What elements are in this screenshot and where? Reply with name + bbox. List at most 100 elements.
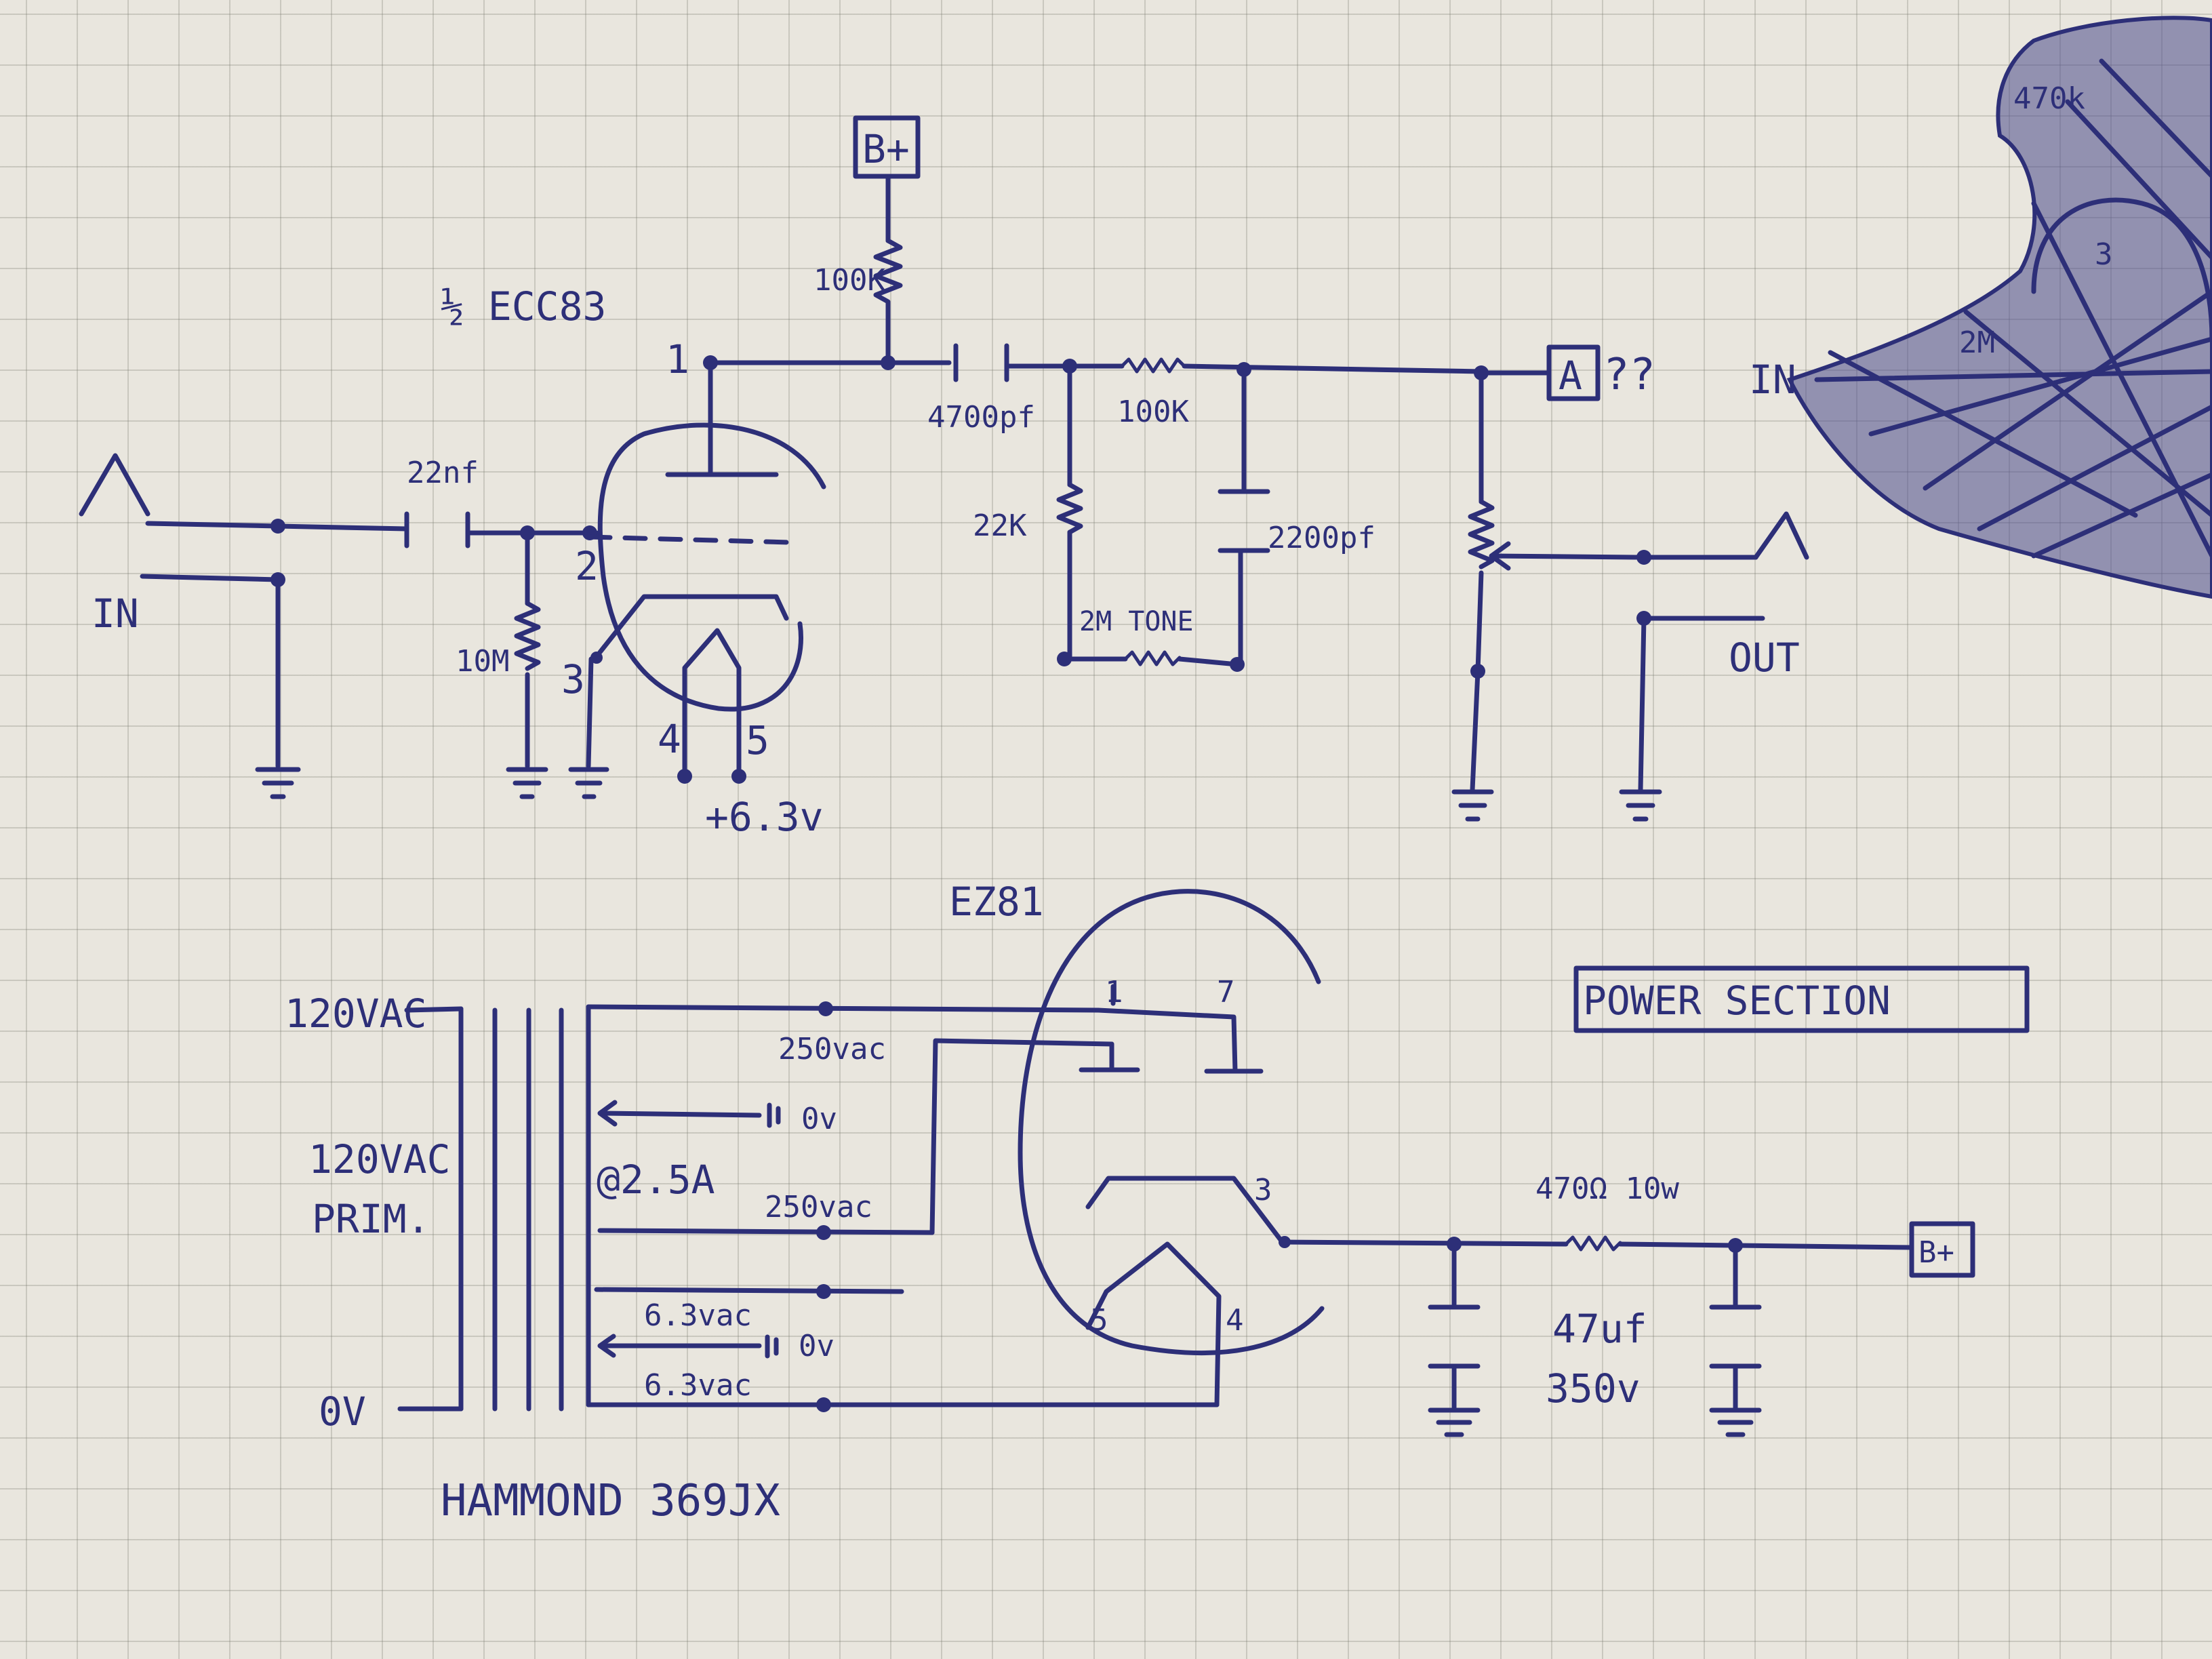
plate-resistor xyxy=(873,238,903,362)
node-a-label: A xyxy=(1559,353,1582,399)
in-jack-tip xyxy=(79,453,150,517)
filter-cap-voltage-label: 350v xyxy=(1546,1365,1641,1412)
primary-label-line2: PRIM. xyxy=(312,1196,430,1242)
primary-label-line1: 120VAC xyxy=(308,1136,451,1182)
sec-63-b-label: 6.3vac xyxy=(644,1368,752,1403)
ht-center-tap-arrow xyxy=(597,1334,762,1358)
rectifier-cathode xyxy=(1085,1176,1284,1243)
primary-top-label: 120VAC xyxy=(285,991,427,1037)
volume-pot xyxy=(1468,499,1495,569)
power-section-title: POWER SECTION xyxy=(1583,978,1891,1024)
cathode-ground-lead xyxy=(586,656,594,769)
grid-resistor-label: 10M xyxy=(456,644,509,679)
treble-cap-label: 2200pf xyxy=(1268,521,1375,555)
hv-bottom-route xyxy=(929,1038,1114,1235)
ground-symbol-grid xyxy=(506,767,548,799)
out-label: OUT xyxy=(1729,635,1800,681)
secondary-top-wire xyxy=(586,1004,1101,1013)
volume-pot-ground-lead xyxy=(1470,668,1481,793)
node-a-box xyxy=(1546,344,1601,401)
tone-pot-lead-b xyxy=(1177,656,1240,667)
tube-pin-2-label: 2 xyxy=(575,543,599,589)
heater-top-wire xyxy=(594,1287,904,1294)
in-label: IN xyxy=(92,591,139,637)
hv-output-wire-b xyxy=(1617,1241,1914,1250)
ground-symbol-volume xyxy=(1451,789,1494,822)
tube-pin-1-label: 1 xyxy=(666,336,689,382)
node-a-note: ?? xyxy=(1603,350,1655,400)
shunt-resistor-label: 22K xyxy=(973,508,1027,543)
hv-top-node xyxy=(818,1001,833,1016)
rectifier-pin-1-label: 1 xyxy=(1105,975,1123,1010)
cathode-pin-node xyxy=(590,652,603,664)
power-section-title-box xyxy=(1573,965,2030,1033)
ground-symbol-cathode xyxy=(568,767,609,799)
hv-center-tap-arrow xyxy=(597,1100,762,1127)
ground-symbol-in xyxy=(255,767,301,799)
in-jack-sleeve-wire xyxy=(140,574,281,582)
in-jack-tip-node xyxy=(270,519,285,534)
hv-bottom-node xyxy=(816,1225,831,1240)
bplus-label-top: B+ xyxy=(862,126,910,172)
sketch-label-1: 3 xyxy=(2095,237,2113,272)
heater-bottom-node xyxy=(816,1397,831,1412)
tube-pin-5-label: 5 xyxy=(746,717,769,763)
transformer-label: HAMMOND 369JX xyxy=(441,1476,780,1526)
filter-cap-1 xyxy=(1428,1241,1481,1437)
heater-pin-5-node xyxy=(731,769,746,784)
sketch-label-2: IN xyxy=(1749,357,1796,403)
heater-top-node xyxy=(816,1284,831,1299)
scribble-fill xyxy=(1786,16,2212,599)
input-cap-label: 22nf xyxy=(407,456,479,490)
rectifier-label: EZ81 xyxy=(949,879,1044,925)
ground-symbol-out xyxy=(1619,789,1662,822)
tube-label: ½ ECC83 xyxy=(441,283,606,329)
triode-envelope xyxy=(597,422,826,712)
scribble-tube-outline xyxy=(2031,197,2212,342)
coupling-cap-label: 4700pf xyxy=(927,400,1035,435)
triode-grid xyxy=(587,534,792,545)
hv-bottom-wire xyxy=(597,1228,935,1235)
sketch-label-0: 470k xyxy=(2013,81,2085,116)
triode-heater xyxy=(682,628,742,776)
series-resistor xyxy=(1120,357,1186,374)
tone-pot-node-right xyxy=(1230,657,1245,672)
rectifier-pin-5-label: 5 xyxy=(1090,1303,1108,1338)
tone-pot-resistor xyxy=(1123,650,1182,666)
tube-pin-4-label: 4 xyxy=(658,716,681,762)
scribbled-sketch: 470k 3 IN 2M xyxy=(1749,16,2212,599)
ct-low-label: 0v xyxy=(799,1329,834,1363)
out-jack-ground-lead xyxy=(1638,616,1647,793)
series-resistor-label: 100K xyxy=(1117,395,1189,429)
dropping-resistor-label: 470Ω 10w xyxy=(1535,1172,1679,1206)
filter-cap-value-label: 47uf xyxy=(1552,1306,1647,1352)
rectifier-pin-3-label: 3 xyxy=(1254,1173,1272,1207)
heater-pin-4-node xyxy=(677,769,692,784)
tone-pot-label: 2M TONE xyxy=(1079,606,1194,637)
ct-high-label: 0v xyxy=(801,1102,837,1136)
dropping-resistor xyxy=(1564,1235,1622,1252)
rectifier-heater xyxy=(1085,1241,1222,1407)
scribble-hatch xyxy=(1814,58,2212,559)
current-label: @2.5A xyxy=(597,1157,715,1203)
primary-bottom-label: 0V xyxy=(319,1388,366,1435)
power-section: POWER SECTION EZ81 120VAC 0V 120VAC PRIM… xyxy=(285,879,2030,1526)
grid-resistor xyxy=(514,601,541,671)
sec-63-a-label: 6.3vac xyxy=(644,1298,752,1333)
tube-pin-3-label: 3 xyxy=(561,656,585,702)
plate-resistor-label: 100K xyxy=(813,263,885,298)
filter-cap-2 xyxy=(1709,1243,1762,1437)
sketch-label-3: 2M xyxy=(1959,325,1995,360)
volume-pot-wiper xyxy=(1489,541,1643,571)
hv-output-wire-a xyxy=(1282,1239,1569,1247)
rectifier-pin-7-label: 7 xyxy=(1217,975,1235,1010)
heater-label: +6.3v xyxy=(705,794,824,840)
plate-resistor-node xyxy=(881,355,896,370)
shunt-resistor xyxy=(1056,482,1083,535)
primary-top-wire xyxy=(404,1006,464,1013)
rectifier-envelope xyxy=(1018,889,1325,1356)
rectifier-pin-4-label: 4 xyxy=(1226,1303,1244,1338)
preamp-section: B+ 100K 1 ½ ECC83 4700pf 100K A ?? 22K xyxy=(79,115,1809,840)
sec-250-a-label: 250vac xyxy=(778,1032,886,1066)
